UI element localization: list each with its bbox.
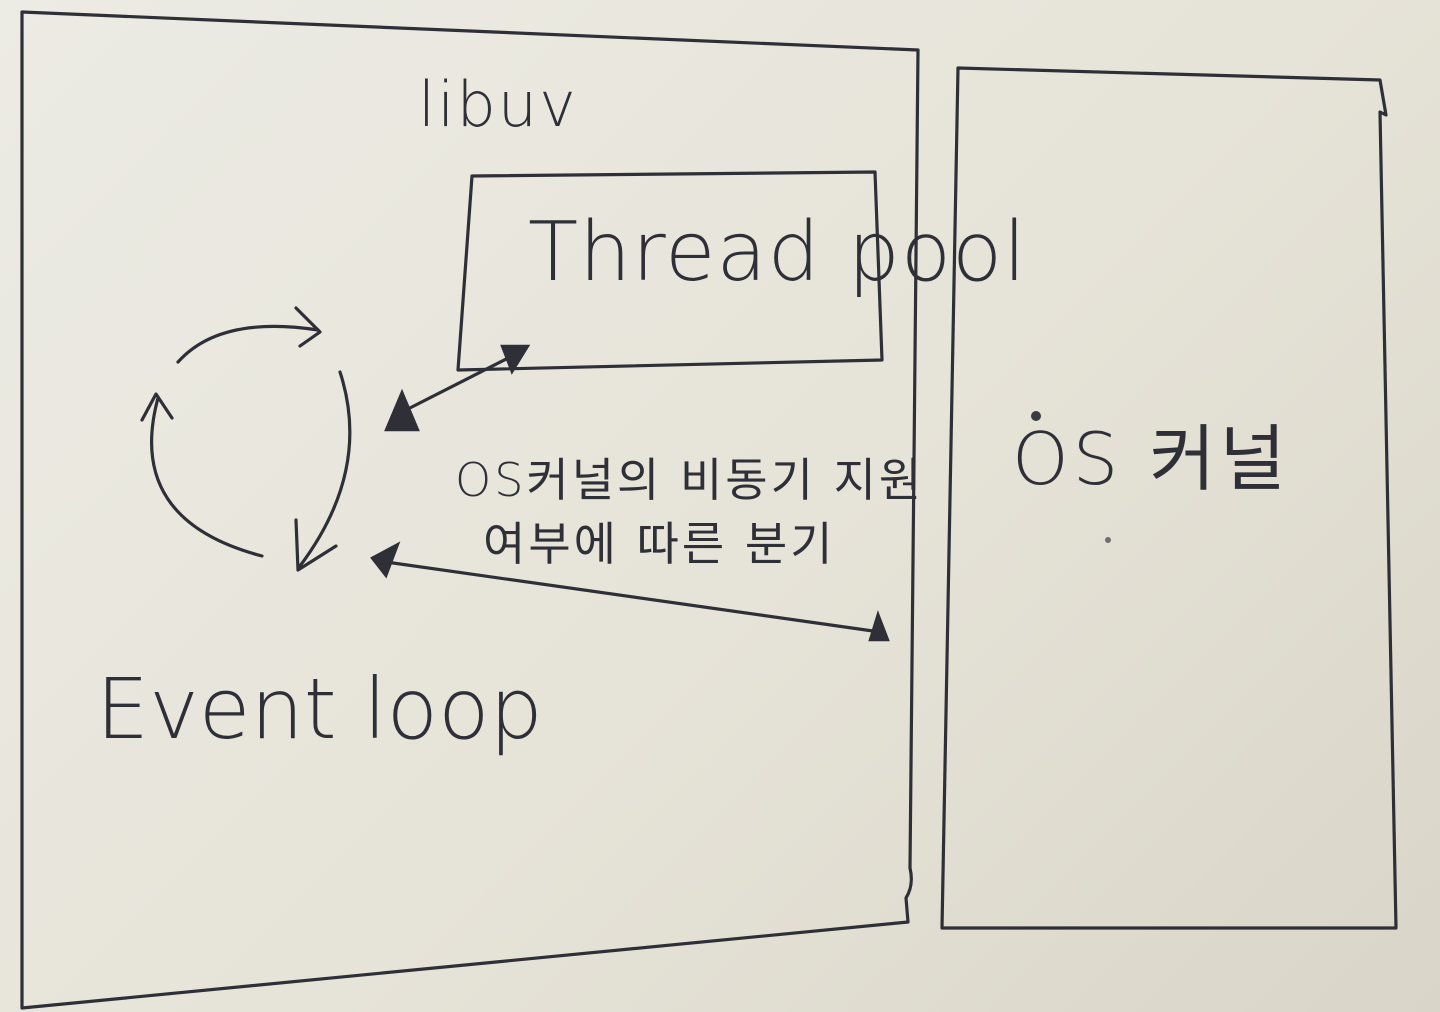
pencil-smudge xyxy=(1105,537,1111,543)
connector-eventloop-threadpool-head-start xyxy=(384,388,420,432)
loop-arrowhead-left xyxy=(140,392,174,422)
connector-eventloop-oskernel xyxy=(384,560,882,634)
connector-eventloop-threadpool-head-end xyxy=(500,344,531,375)
pencil-smudge xyxy=(1031,411,1041,421)
branch-note-line2: 여부에 따른 분기 xyxy=(483,517,836,571)
connector-eventloop-threadpool xyxy=(400,350,522,414)
libuv-label: libuv xyxy=(418,68,578,141)
branch-note-line1: OS커널의 비동기 지원 xyxy=(455,453,925,507)
loop-arrow-left xyxy=(150,396,264,558)
loop-arrow-right xyxy=(298,370,352,568)
loop-arrowhead-top xyxy=(294,306,322,348)
thread-pool-box xyxy=(456,170,884,372)
loop-arrowhead-right xyxy=(294,518,338,572)
connector-eventloop-oskernel-head-start xyxy=(370,541,401,579)
connector-eventloop-oskernel-head-end xyxy=(868,610,890,642)
os-kernel-box xyxy=(940,66,1398,930)
os-kernel-label: OS 커널 xyxy=(1012,417,1290,501)
loop-arrow-top xyxy=(176,324,320,364)
event-loop-label: Event loop xyxy=(96,660,543,758)
branch-note: OS커널의 비동기 지원 여부에 따른 분기 xyxy=(455,448,924,576)
libuv-box xyxy=(20,10,920,1010)
thread-pool-label: Thread pool xyxy=(528,205,1027,300)
